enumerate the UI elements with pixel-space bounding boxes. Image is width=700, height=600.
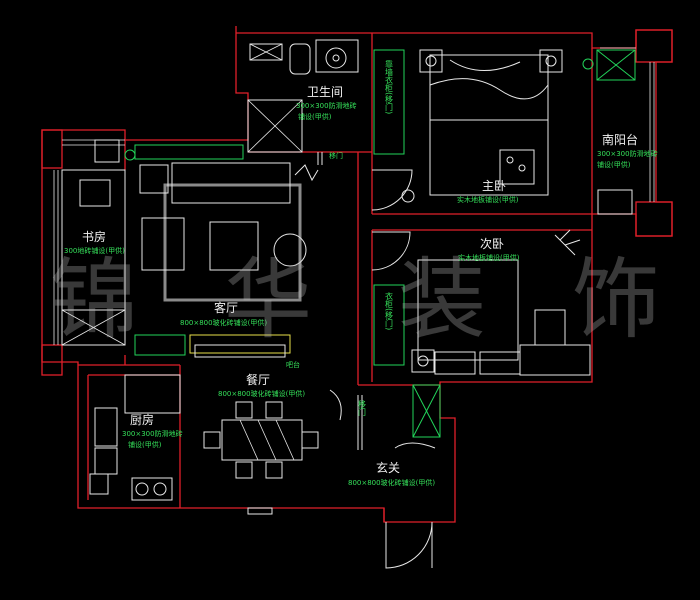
south-balcony-title: 南阳台 xyxy=(602,132,638,147)
dining-room-title: 餐厅 xyxy=(246,372,270,387)
entrance-note: 800×800玻化砖铺设(甲供) xyxy=(348,478,435,487)
entrance-door-label: 移门 xyxy=(358,399,367,417)
entrance-title: 玄关 xyxy=(376,460,400,475)
second-bedroom-title: 次卧 xyxy=(480,237,504,251)
kitchen-note-2: 铺设(甲供) xyxy=(128,440,162,449)
south-balcony-note-1: 300×300防滑地砖 xyxy=(597,149,658,158)
bathroom-title: 卫生间 xyxy=(307,85,343,99)
furniture xyxy=(61,39,636,501)
living-room-title: 客厅 xyxy=(214,300,238,315)
bar-counter-label: 吧台 xyxy=(286,360,300,369)
openings xyxy=(53,47,655,569)
bathroom-note-1: 300×300防滑地砖 xyxy=(296,101,357,110)
room-labels: 卫生间 300×300防滑地砖 铺设(甲供) 主卧 实木地板铺设(甲供) 南阳台… xyxy=(64,59,658,487)
dining-room-note: 800×800玻化砖铺设(甲供) xyxy=(218,389,305,398)
kitchen-title: 厨房 xyxy=(130,412,154,427)
master-bedroom-note: 实木地板铺设(甲供) xyxy=(457,195,519,204)
second-wardrobe-label: 衣柜(移门) xyxy=(385,291,394,330)
master-wardrobe-label: 靠墙衣柜(移门) xyxy=(385,59,394,114)
study-title: 书房 xyxy=(82,229,106,244)
bathroom-door-label: 移门 xyxy=(329,151,343,160)
study-note: 300地砖铺设(甲供) xyxy=(64,246,125,255)
second-bedroom-note: 实木地板铺设(甲供) xyxy=(458,253,520,262)
bathroom-note-2: 铺设(甲供) xyxy=(298,112,332,121)
living-room-note: 800×800玻化砖铺设(甲供) xyxy=(180,318,267,327)
kitchen-note-1: 300×300防滑地砖 xyxy=(122,429,183,438)
south-balcony-note-2: 铺设(甲供) xyxy=(597,160,631,169)
master-bedroom-title: 主卧 xyxy=(482,179,506,193)
